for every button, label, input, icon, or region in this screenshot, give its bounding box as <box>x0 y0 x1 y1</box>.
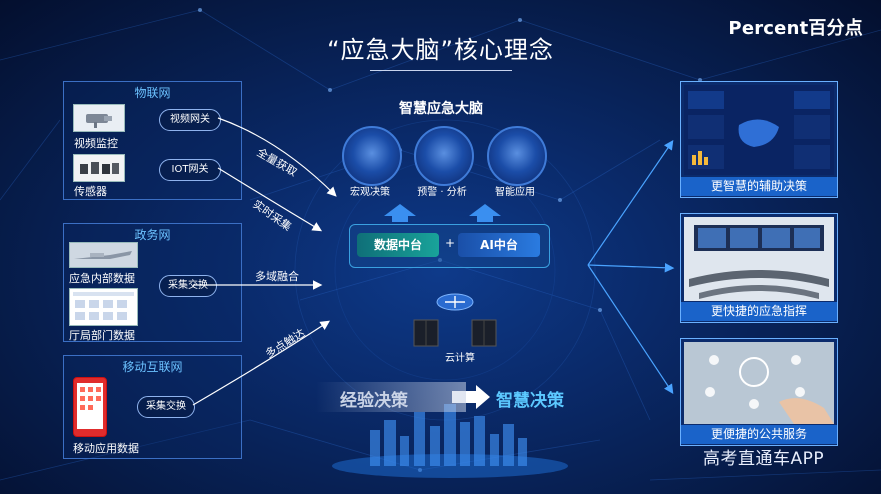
brain-title: 智慧应急大脑 <box>399 101 483 117</box>
module-label: 智能应用 <box>495 187 535 198</box>
camera-image <box>73 104 125 132</box>
smart-decision-label: 智慧决策 <box>496 391 564 411</box>
module-label: 宏观决策 <box>350 187 390 198</box>
city-skyline-illustration <box>332 404 568 478</box>
gov-panel: 政务网 应急内部数据 厅局部门数据 采集交换 <box>63 223 242 342</box>
title-underline <box>370 70 512 71</box>
warning-analysis-globe-icon <box>414 126 474 186</box>
iot-item-caption: 视频监控 <box>74 137 118 150</box>
internal-data-image <box>69 242 138 268</box>
iot-item-caption: 传感器 <box>74 185 107 198</box>
server-rack-icon <box>471 319 497 347</box>
flow-label-multi-fusion: 多域融合 <box>255 270 299 283</box>
network-switch-icon <box>436 293 474 311</box>
brand-logo: Percent百分点 <box>728 18 863 39</box>
result-card: 更快捷的应急指挥 <box>680 213 838 323</box>
result-caption: 更智慧的辅助决策 <box>681 177 837 196</box>
experience-decision-label: 经验决策 <box>340 391 408 411</box>
mobile-caption: 移动应用数据 <box>73 442 139 455</box>
module-label: 预警 · 分析 <box>417 187 467 198</box>
iot-panel-title: 物联网 <box>134 86 171 100</box>
result-card: 更智慧的辅助决策 <box>680 81 838 198</box>
gov-panel-title: 政务网 <box>134 228 171 242</box>
ai-platform-pill: AI中台 <box>458 233 540 257</box>
department-data-image <box>69 288 138 326</box>
gov-exchange-label: 采集交换 <box>159 275 217 297</box>
plus-sign: + <box>445 236 456 250</box>
command-center-photo <box>684 217 834 301</box>
result-caption: 更快捷的应急指挥 <box>681 302 837 321</box>
mobile-exchange-label: 采集交换 <box>137 396 195 418</box>
macro-decision-globe-icon <box>342 126 402 186</box>
mobile-panel-title: 移动互联网 <box>122 360 183 374</box>
server-rack-icon <box>413 319 439 347</box>
data-platform-pill: 数据中台 <box>357 233 439 257</box>
gov-item-caption: 应急内部数据 <box>69 272 135 285</box>
watermark: 高考直通车APP <box>703 449 825 469</box>
sensor-image <box>73 154 125 182</box>
mobile-app-image <box>73 377 107 437</box>
experience-banner <box>316 382 466 412</box>
iot-panel: 物联网 视频监控 视频网关 传感器 IOT网关 <box>63 81 242 200</box>
cloud-computing-label: 云计算 <box>445 353 475 364</box>
gov-item-caption: 厅局部门数据 <box>69 329 135 342</box>
video-gateway-label: 视频网关 <box>159 109 221 131</box>
dashboard-screenshot <box>684 85 834 175</box>
iot-gateway-label: IOT网关 <box>159 159 221 181</box>
mobile-panel: 移动互联网 移动应用数据 采集交换 <box>63 355 242 459</box>
smart-application-globe-icon <box>487 126 547 186</box>
result-card: 更便捷的公共服务 <box>680 338 838 446</box>
page-title: “应急大脑”核心理念 <box>327 36 554 64</box>
result-caption: 更便捷的公共服务 <box>681 425 837 444</box>
public-service-photo <box>684 342 834 424</box>
